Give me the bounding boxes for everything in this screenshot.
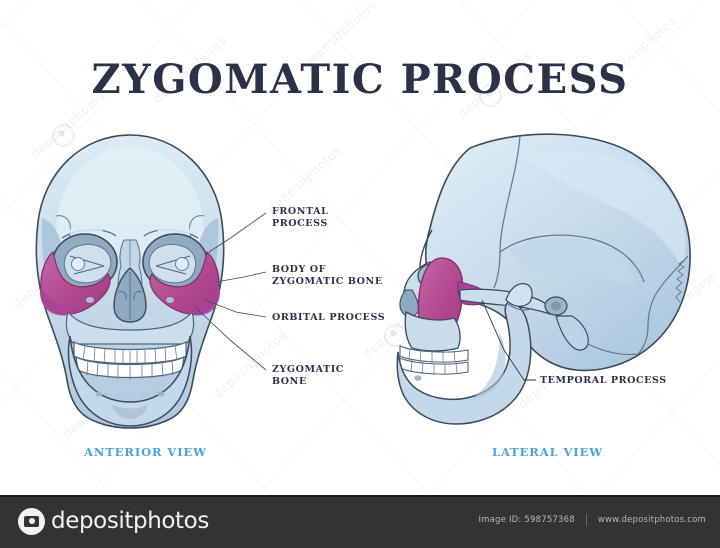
label-orbital-process: ORBITAL PROCESS [272,312,386,323]
mandible-ramus-shade [470,330,506,400]
footer-top-rule [0,495,720,497]
label-frontal-process: FRONTAL PROCESS [272,206,329,229]
meatus-inner [551,301,561,311]
leader-body-of-zygomatic [215,271,267,283]
occipital-edge [587,343,639,356]
right-zygomatic-arch-flare [184,286,220,316]
right-optic-foramen [175,257,189,271]
leader-frontal-process [208,212,267,253]
lambdoid-zigzag [675,259,685,303]
left-mental-foramen [95,391,103,397]
depositphotos-logo[interactable]: depositphotos [18,506,209,536]
left-infraorbital-foramen [86,297,94,303]
chin-shading [112,404,148,419]
coronoid-process [505,283,533,307]
footer-meta: Image ID: 598757368 www.depositphotos.co… [478,514,706,526]
squamous-suture [499,234,645,283]
image-id-text: Image ID: 598757368 [478,515,575,525]
left-optic-foramen [71,257,85,271]
anterior-skull-figure [35,134,267,429]
anterior-leader-lines [194,212,267,371]
footer-divider [585,514,587,526]
lateral-leader-lines [481,299,536,381]
caption-anterior-view: ANTERIOR VIEW [84,445,207,459]
lateral-teeth [399,345,469,375]
skull-diagram-svg [35,133,691,429]
caption-lateral-view: LATERAL VIEW [492,445,604,459]
lateral-maxilla [404,310,461,352]
mandible [67,335,193,427]
temporal-fossa [510,237,636,288]
coronal-suture [493,135,521,289]
footer-bar: depositphotos Image ID: 598757368 www.de… [0,495,720,548]
lateral-mandible [396,301,532,425]
mandibular-notch [507,303,533,311]
illustration-stage [35,133,691,429]
lateral-mental-foramen [414,375,422,381]
nasal-conchae [117,291,143,301]
footer-url[interactable]: www.depositphotos.com [597,515,706,525]
camera-icon [18,507,45,535]
brand-wordmark: depositphotos [51,508,209,534]
leader-orbital-process [204,299,267,318]
label-zygomatic-bone: ZYGOMATIC BONE [272,364,344,387]
mastoid-process [555,315,589,351]
lateral-parietal-shade [520,149,686,268]
lateral-skull-figure [396,133,691,425]
page-title: ZYGOMATIC PROCESS [91,56,629,103]
leader-zygomatic-bone [194,306,267,371]
leader-temporal-process [481,299,536,381]
left-zygomatic-arch-flare [40,286,76,316]
label-temporal-process: TEMPORAL PROCESS [540,375,667,386]
label-body-of-zygomatic-bone: BODY OF ZYGOMATIC BONE [272,264,383,287]
lambdoid-suture [637,255,689,355]
right-infraorbital-foramen [166,297,174,303]
right-mental-foramen [157,391,165,397]
